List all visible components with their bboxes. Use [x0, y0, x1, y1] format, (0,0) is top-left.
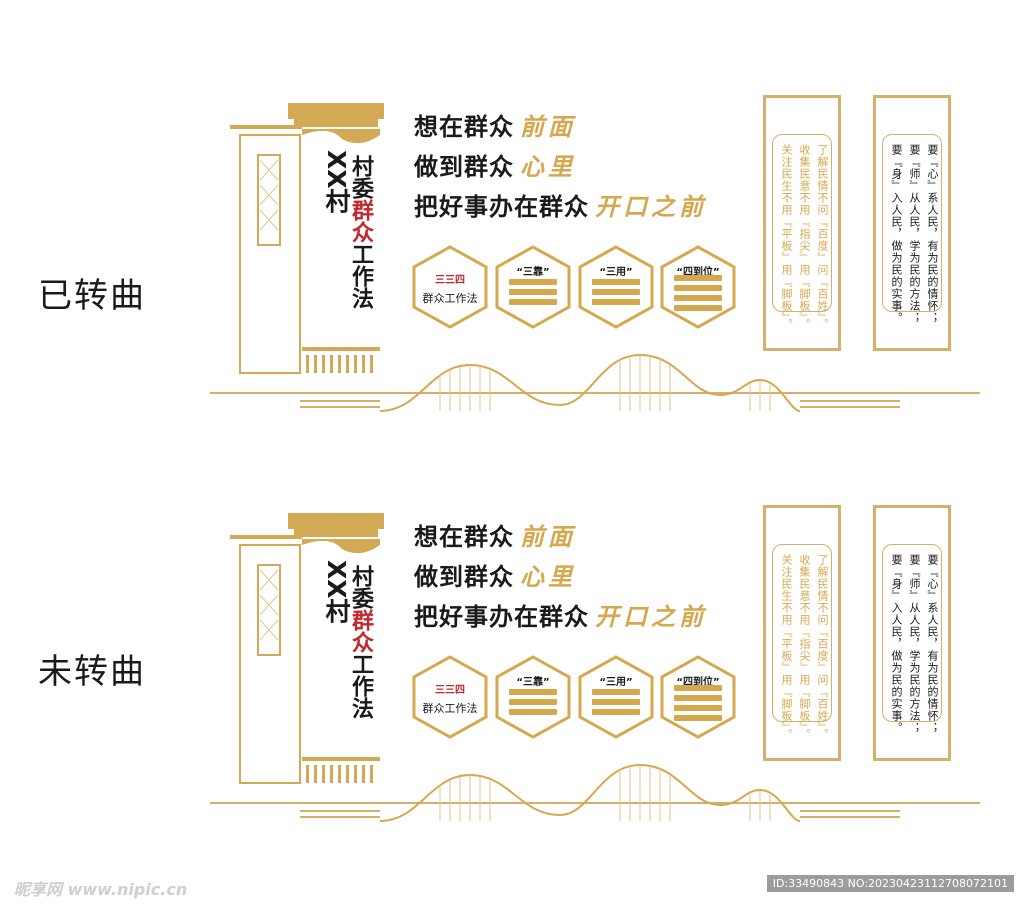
gate-frame-icon [230, 103, 384, 374]
not-converted-label: 未转曲 [38, 652, 146, 692]
gate-graphic: XX村 村委群众工作法 [230, 95, 390, 375]
wall-design-converted: XX村 村委群众工作法 想在群众前面 做到群众心里 把好事办在群众开口之前 三三… [0, 95, 1024, 435]
hills-ground-icon [210, 353, 980, 412]
gate-subtitle: 村委群众工作法 [348, 565, 373, 719]
slogan-1: 想在群众前面 [414, 522, 576, 551]
slogan-2: 做到群众心里 [414, 152, 576, 181]
gate-sub-b: 工作法 [348, 653, 373, 719]
watermark-logo: 昵享网 www.nipic.cn [14, 880, 188, 899]
hills-ground-icon [210, 763, 980, 822]
gate-sub-a: 村委 [348, 565, 373, 609]
gate-sub-red: 群众 [348, 199, 373, 243]
wall-design-not-converted: XX村 村委群众工作法 想在群众前面 做到群众心里 把好事办在群众开口之前 三三… [0, 505, 1024, 845]
hexagon-sankao: “三靠” [495, 245, 571, 329]
hexagon-sankao: “三靠” [495, 655, 571, 739]
card-renmin: 要『心』系人民，有为民的情怀； 要『师』从人民，学为民的方法； 要『身』入人民，… [873, 505, 951, 761]
card-minqing: 了解民情不问『百度』问『百姓』。 收集民意不用『指尖』用『脚板』。 关注民生不用… [763, 505, 841, 761]
slogan-3: 把好事办在群众开口之前 [414, 192, 707, 221]
gate-frame-icon [230, 513, 384, 784]
hexagon-sansansi: 三三四 群众工作法 [412, 655, 488, 739]
village-name: XX村 [322, 560, 351, 624]
gate-subtitle: 村委群众工作法 [348, 155, 373, 309]
card-minqing: 了解民情不问『百度』问『百姓』。 收集民意不用『指尖』用『脚板』。 关注民生不用… [763, 95, 841, 351]
card-renmin: 要『心』系人民，有为民的情怀； 要『师』从人民，学为民的方法； 要『身』入人民，… [873, 95, 951, 351]
hexagon-sansansi: 三三四 群众工作法 [412, 245, 488, 329]
gate-graphic: XX村 村委群众工作法 [230, 505, 390, 785]
gate-sub-red: 群众 [348, 609, 373, 653]
hexagon-sidaowei: “四到位” [660, 245, 736, 329]
slogan-3: 把好事办在群众开口之前 [414, 602, 707, 631]
village-name: XX村 [322, 150, 351, 214]
hexagon-sanyong: “三用” [578, 245, 654, 329]
watermark-id: ID:33490843 NO:20230423112708072101 [766, 875, 1014, 892]
converted-label: 已转曲 [38, 276, 146, 316]
slogan-2: 做到群众心里 [414, 562, 576, 591]
hexagon-sidaowei: “四到位” [660, 655, 736, 739]
gate-sub-a: 村委 [348, 155, 373, 199]
hexagon-sanyong: “三用” [578, 655, 654, 739]
slogan-1: 想在群众前面 [414, 112, 576, 141]
gate-sub-b: 工作法 [348, 243, 373, 309]
